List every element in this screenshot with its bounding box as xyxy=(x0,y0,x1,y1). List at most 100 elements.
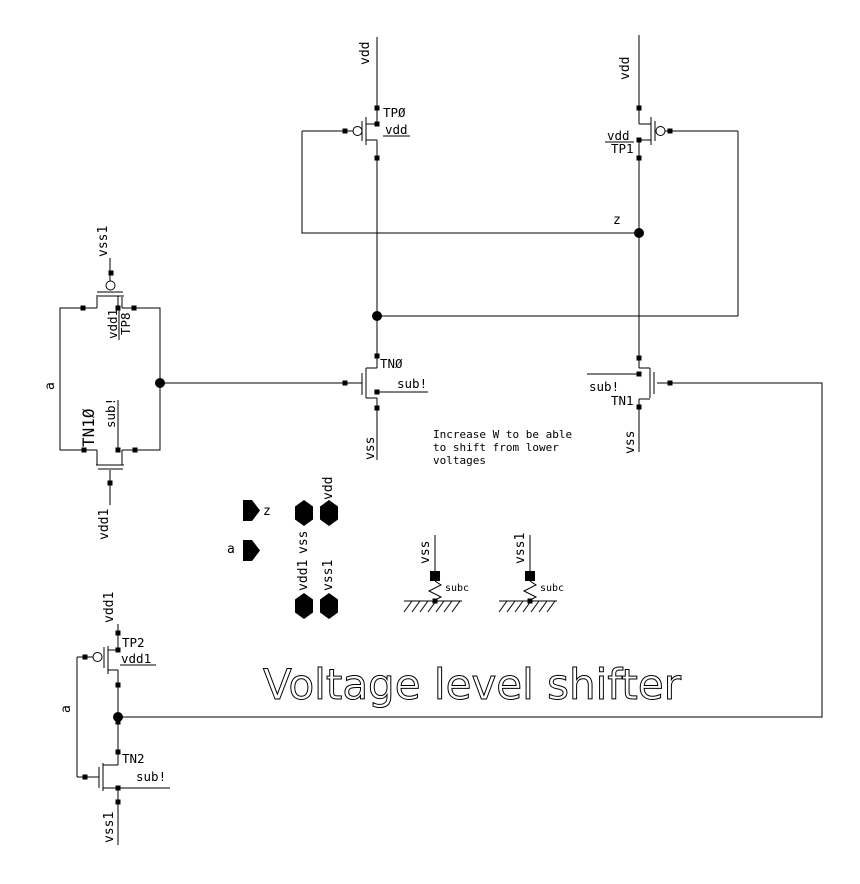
junction-dot-icon xyxy=(372,311,382,321)
port-vdd1-label: vdd1 xyxy=(296,560,311,591)
terminal-dot-icon xyxy=(636,371,642,377)
terminal-dot-icon xyxy=(115,630,121,636)
wire-net-z-crosscouple[interactable] xyxy=(301,131,640,368)
port-vss1-hexagon-icon[interactable] xyxy=(320,593,338,619)
tn0-name-label: TNØ xyxy=(380,356,403,371)
terminal-dot-icon xyxy=(342,380,348,386)
terminal-dot-icon xyxy=(115,447,121,453)
substrate-contact-1[interactable]: vss subc xyxy=(403,541,469,613)
net-a-inverter-label: a xyxy=(59,705,74,713)
terminal-dot-icon xyxy=(374,353,380,359)
terminal-dot-icon xyxy=(80,305,86,311)
sc1-resistor-zigzag-icon xyxy=(427,580,443,601)
terminal-dot-icon xyxy=(636,355,642,361)
transistor-tp0[interactable]: TPØ vdd vdd xyxy=(302,42,410,145)
terminal-dot-icon xyxy=(115,647,121,653)
terminal-dot-icon xyxy=(115,785,121,791)
tp2-gate-bubble-icon xyxy=(92,652,103,662)
note-line3: voltages xyxy=(433,454,486,467)
schematic-title[interactable]: Voltage level shifter xyxy=(263,660,683,710)
export-pins: z a vss vdd vdd1 vss1 xyxy=(227,477,338,619)
port-vss-label: vss xyxy=(296,531,311,554)
terminal-dot-icon xyxy=(107,480,113,486)
wires xyxy=(59,35,823,845)
sc2-contact-square-icon xyxy=(525,571,535,581)
sc1-contact-square-icon xyxy=(430,571,440,581)
pin-z-label: z xyxy=(263,504,271,519)
tp2-body xyxy=(77,646,118,674)
tn0-body xyxy=(361,367,428,399)
terminal-dot-icon xyxy=(374,155,380,161)
tp0-bulk-label: vdd xyxy=(385,122,408,137)
tp2-rail-label: vdd1 xyxy=(102,592,117,623)
port-vdd-label: vdd xyxy=(321,477,336,500)
transistor-tn2[interactable]: TN2 sub! vss1 xyxy=(77,751,170,843)
transistor-tp1[interactable]: vdd TP1 vdd xyxy=(605,57,738,156)
terminal-dot-icon xyxy=(82,774,88,780)
tp0-gate-bubble-icon xyxy=(352,126,363,136)
transistor-tn0[interactable]: TNØ sub! vss xyxy=(361,356,428,460)
terminal-dot-icon xyxy=(374,105,380,111)
terminal-dot-icon xyxy=(374,405,380,411)
tp1-rail-label: vdd xyxy=(618,57,633,80)
port-vss1-label: vss1 xyxy=(321,560,336,591)
sc2-rail-label: vss1 xyxy=(513,533,528,564)
tp1-name-label: TP1 xyxy=(611,141,634,156)
tn2-name-label: TN2 xyxy=(122,751,145,766)
terminal-dot-icon xyxy=(115,305,121,311)
wire-input-a-left-block[interactable] xyxy=(59,307,97,451)
wire-tn1-gate-to-inverter-out[interactable] xyxy=(118,382,823,718)
tn1-sub-label: sub! xyxy=(589,379,619,394)
terminal-dot-icon xyxy=(131,305,137,311)
pin-a-arrow-icon[interactable] xyxy=(243,540,260,561)
net-z-label: z xyxy=(613,213,621,228)
tn2-body xyxy=(77,763,170,791)
tp8-gate-bubble-icon xyxy=(105,280,116,291)
pin-a-label: a xyxy=(227,542,235,557)
sc1-subc-label: subc xyxy=(445,583,469,594)
terminal-dot-icon xyxy=(636,404,642,410)
terminal-dot-icon xyxy=(636,155,642,161)
tn1-name-label: TN1 xyxy=(611,393,634,408)
transistor-tn10[interactable]: TN1Ø sub! vdd1 xyxy=(79,398,124,540)
sc2-resistor-zigzag-icon xyxy=(522,580,538,601)
terminal-dot-icon xyxy=(115,799,121,805)
terminal-dot-icon xyxy=(132,447,138,453)
terminal-dot-icon xyxy=(374,121,380,127)
terminal-dot-icon xyxy=(636,137,642,143)
tn1-rail-label: vss xyxy=(623,431,638,454)
sc1-rail-label: vss xyxy=(418,541,433,564)
terminal-dot-icon xyxy=(527,598,533,604)
port-vss-hexagon-icon[interactable] xyxy=(295,500,313,526)
sc2-subc-label: subc xyxy=(540,583,564,594)
junction-dot-icon xyxy=(155,378,165,388)
transistor-tp8[interactable]: vss1 vdd1 TP8 xyxy=(96,226,133,340)
terminal-dot-icon xyxy=(432,598,438,604)
connection-dots xyxy=(80,105,673,805)
annotation-note[interactable]: Increase W to be able to shift from lowe… xyxy=(433,428,572,467)
terminal-dot-icon xyxy=(667,128,673,134)
port-vdd1-hexagon-icon[interactable] xyxy=(295,593,313,619)
tp0-body xyxy=(302,117,377,145)
tp1-bulk-label: vdd xyxy=(607,128,630,143)
tp1-body xyxy=(639,117,738,145)
transistor-tp2[interactable]: TP2 vdd1 vdd1 xyxy=(77,592,156,674)
port-vdd-hexagon-icon[interactable] xyxy=(320,500,338,526)
note-line2: to shift from lower xyxy=(433,441,559,454)
junction-dot-icon xyxy=(113,712,123,722)
tn10-name-label: TN1Ø xyxy=(79,408,98,447)
wire-net-q-crosscouple[interactable] xyxy=(376,131,739,368)
tn0-sub-label: sub! xyxy=(397,376,427,391)
terminal-dot-icon xyxy=(115,749,121,755)
terminal-dot-icon xyxy=(108,270,114,276)
pin-z-arrow-icon[interactable] xyxy=(243,500,260,521)
terminal-dot-icon xyxy=(81,447,87,453)
note-line1: Increase W to be able xyxy=(433,428,572,441)
tn2-sub-label: sub! xyxy=(136,769,166,784)
terminal-dot-icon xyxy=(342,128,348,134)
terminal-dot-icon xyxy=(374,389,380,395)
transistor-tn1[interactable]: sub! TN1 vss xyxy=(587,367,655,454)
tp0-name-label: TPØ xyxy=(383,105,406,120)
tp2-name-label: TP2 xyxy=(122,635,145,650)
